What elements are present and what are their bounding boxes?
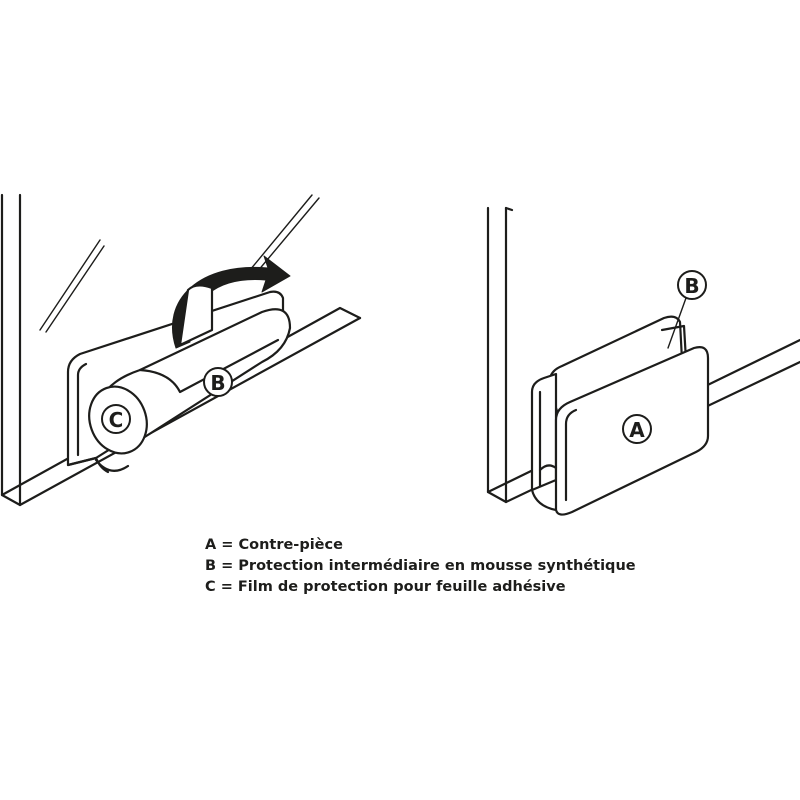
right-illustration: B A: [486, 206, 800, 516]
legend-item-c: C = Film de protection pour feuille adhé…: [205, 579, 566, 595]
callout-b-left: B: [210, 371, 225, 395]
left-glass-reflection: [39, 239, 101, 331]
callout-a-right: A: [629, 418, 645, 442]
callout-b-leader: [667, 297, 687, 349]
left-glass-panel: [0, 193, 22, 507]
legend: A = Contre-pièce B = Protection interméd…: [205, 535, 636, 598]
left-illustration: C B: [0, 193, 362, 507]
callout-c-left: C: [109, 408, 124, 432]
right-foam-plate: [548, 315, 684, 422]
right-glass-panel: [486, 206, 508, 504]
callout-b-right: B: [684, 274, 699, 298]
legend-item-a: A = Contre-pièce: [205, 537, 343, 553]
legend-item-b: B = Protection intermédiaire en mousse s…: [205, 558, 636, 574]
